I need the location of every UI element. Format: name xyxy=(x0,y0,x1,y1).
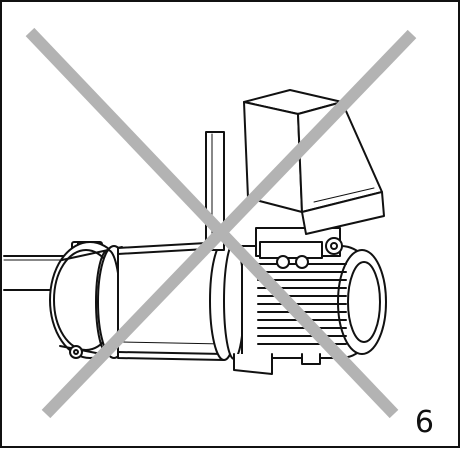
motor-casing xyxy=(241,245,387,359)
pump-body xyxy=(117,241,245,361)
figure-number: 6 xyxy=(414,405,434,440)
base-mount xyxy=(233,353,321,375)
terminal-block xyxy=(255,227,343,269)
crossed-out-icon xyxy=(25,27,417,419)
junction-box xyxy=(243,89,385,235)
